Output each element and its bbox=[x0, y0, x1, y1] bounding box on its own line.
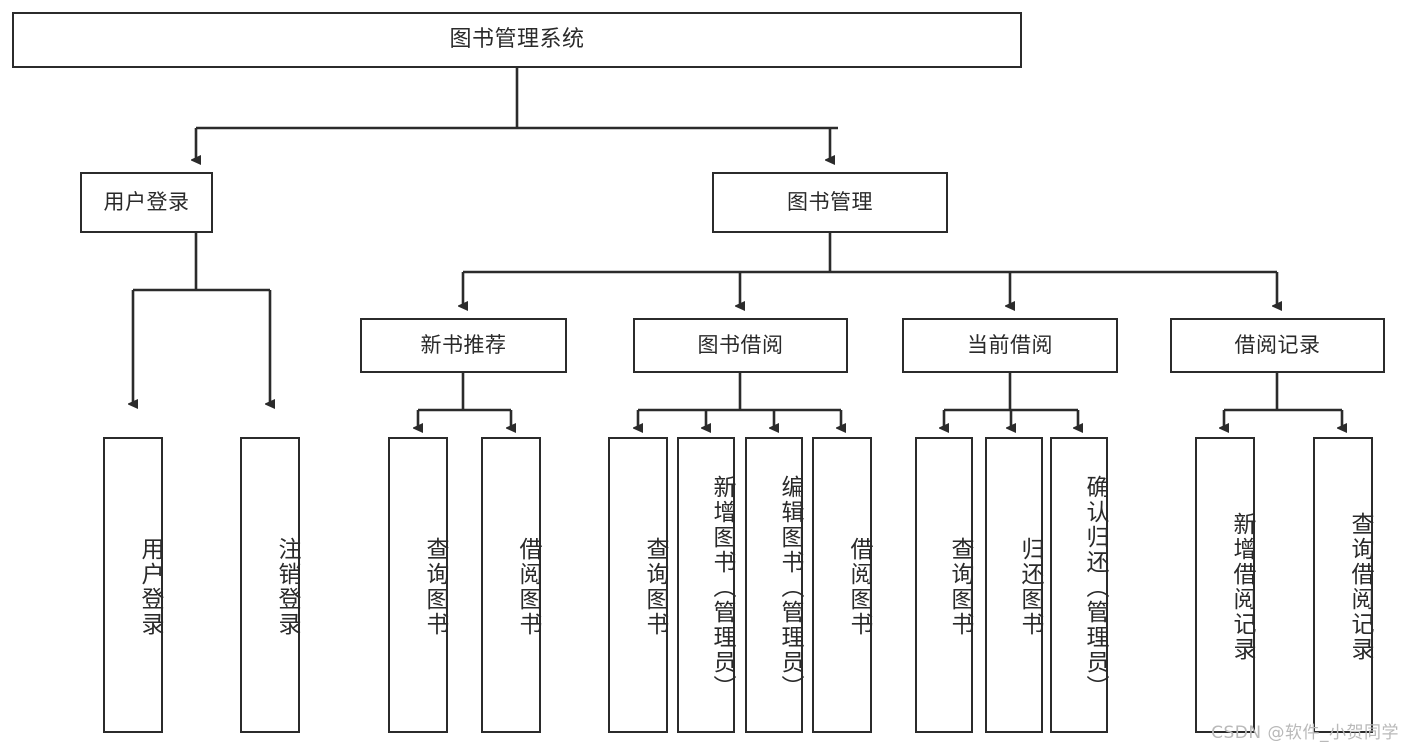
node-label: 图书管理系统 bbox=[449, 26, 585, 52]
node-label: 查询图书 bbox=[642, 537, 668, 637]
node-label: 编辑图书（管理员） bbox=[777, 474, 803, 700]
node-label: 查询图书 bbox=[422, 537, 448, 637]
leaf-current-confirm-return-admin[interactable]: 确认归还（管理员） bbox=[1050, 437, 1108, 733]
leaf-borrow-add-book-admin[interactable]: 新增图书（管理员） bbox=[677, 437, 735, 733]
node-label: 借阅图书 bbox=[846, 537, 872, 637]
node-label: 图书借阅 bbox=[697, 332, 784, 357]
leaf-new-book-borrow[interactable]: 借阅图书 bbox=[481, 437, 541, 733]
watermark: CSDN @软件_小贺同学 bbox=[1211, 723, 1399, 743]
node-new-book-recommend[interactable]: 新书推荐 bbox=[360, 318, 567, 373]
node-label: 新增借阅记录 bbox=[1229, 512, 1255, 662]
leaf-records-add-record[interactable]: 新增借阅记录 bbox=[1195, 437, 1255, 733]
node-current-borrow[interactable]: 当前借阅 bbox=[902, 318, 1118, 373]
leaf-records-query-record[interactable]: 查询借阅记录 bbox=[1313, 437, 1373, 733]
leaf-borrow-borrow-book[interactable]: 借阅图书 bbox=[812, 437, 872, 733]
node-label: 借阅图书 bbox=[515, 537, 541, 637]
leaf-user-login-logout[interactable]: 注销登录 bbox=[240, 437, 300, 733]
node-label: 查询借阅记录 bbox=[1347, 512, 1373, 662]
node-label: 当前借阅 bbox=[967, 332, 1053, 357]
node-label: 归还图书 bbox=[1017, 537, 1043, 637]
leaf-user-login-login[interactable]: 用户登录 bbox=[103, 437, 163, 733]
leaf-borrow-query-book[interactable]: 查询图书 bbox=[608, 437, 668, 733]
node-label: 新书推荐 bbox=[420, 332, 507, 357]
node-label: 确认归还（管理员） bbox=[1082, 474, 1108, 700]
node-label: 查询图书 bbox=[947, 537, 973, 637]
leaf-borrow-edit-book-admin[interactable]: 编辑图书（管理员） bbox=[745, 437, 803, 733]
leaf-current-query-book[interactable]: 查询图书 bbox=[915, 437, 973, 733]
leaf-new-book-query[interactable]: 查询图书 bbox=[388, 437, 448, 733]
node-book-management[interactable]: 图书管理 bbox=[712, 172, 948, 233]
leaf-current-return-book[interactable]: 归还图书 bbox=[985, 437, 1043, 733]
node-label: 图书管理 bbox=[787, 189, 873, 214]
node-user-login[interactable]: 用户登录 bbox=[80, 172, 213, 233]
node-borrow-records[interactable]: 借阅记录 bbox=[1170, 318, 1385, 373]
node-label: 用户登录 bbox=[103, 189, 190, 214]
node-label: 借阅记录 bbox=[1234, 332, 1321, 357]
node-label: 注销登录 bbox=[274, 537, 300, 637]
node-book-borrow[interactable]: 图书借阅 bbox=[633, 318, 848, 373]
node-label: 用户登录 bbox=[137, 537, 163, 637]
node-root-system[interactable]: 图书管理系统 bbox=[12, 12, 1022, 68]
node-label: 新增图书（管理员） bbox=[709, 474, 735, 700]
